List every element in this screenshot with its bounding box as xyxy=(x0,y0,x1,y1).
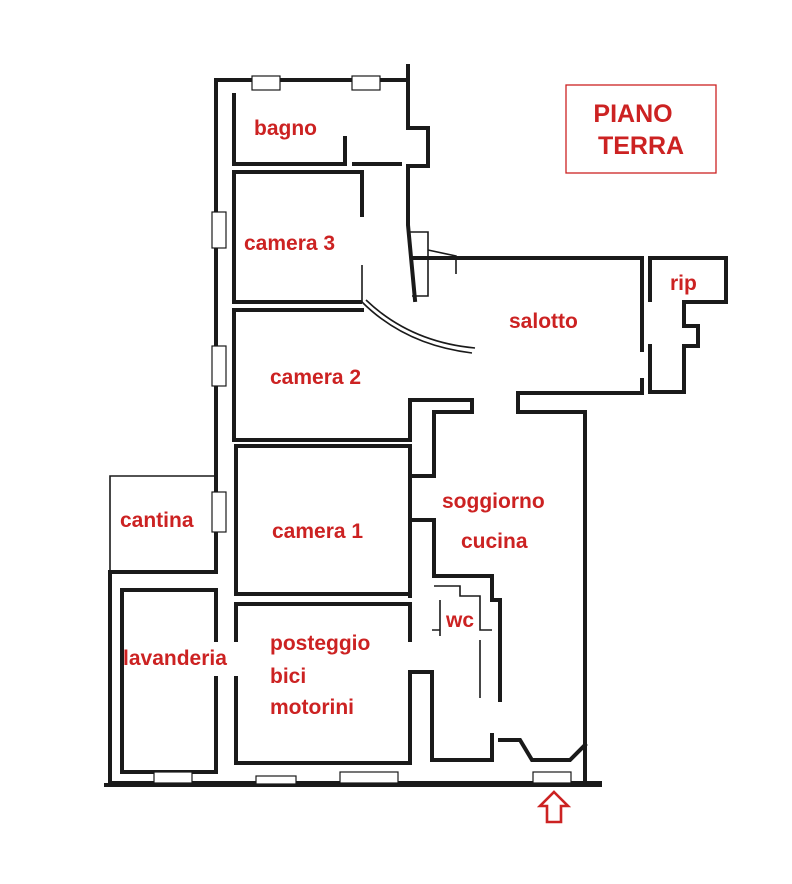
window-lavanderia xyxy=(153,771,193,784)
window-posteggio-1 xyxy=(255,775,297,785)
room-labels: bagno camera 3 salotto rip camera 2 sogg… xyxy=(120,117,697,719)
floor-title: PIANO TERRA xyxy=(565,84,717,174)
title-frame xyxy=(565,84,717,174)
room-label-camera-2: camera 2 xyxy=(270,366,361,389)
room-label-motorini: motorini xyxy=(270,696,354,719)
room-label-salotto: salotto xyxy=(509,310,578,333)
room-label-bagno: bagno xyxy=(254,117,317,140)
title-line-1: PIANO xyxy=(593,100,672,128)
room-label-rip: rip xyxy=(670,272,697,295)
up-arrow-icon xyxy=(536,790,572,824)
window-bagno-2 xyxy=(351,75,381,91)
window-camera2 xyxy=(211,345,227,387)
room-label-posteggio: posteggio xyxy=(270,632,370,655)
room-label-cantina: cantina xyxy=(120,509,194,532)
room-label-cucina: cucina xyxy=(461,530,528,553)
window-bagno-1 xyxy=(251,75,281,91)
room-label-bici: bici xyxy=(270,665,306,688)
title-line-2: TERRA xyxy=(598,132,684,160)
room-label-soggiorno: soggiorno xyxy=(442,490,545,513)
window-camera3 xyxy=(211,211,227,249)
room-label-camera-3: camera 3 xyxy=(244,232,335,255)
window-posteggio-2 xyxy=(339,771,399,784)
walls xyxy=(104,64,728,787)
window-camera1 xyxy=(211,491,227,533)
room-label-lavanderia: lavanderia xyxy=(123,647,227,670)
room-label-camera-1: camera 1 xyxy=(272,520,363,543)
room-label-wc: wc xyxy=(445,609,474,632)
windows xyxy=(153,75,572,785)
window-soggiorno xyxy=(532,771,572,784)
